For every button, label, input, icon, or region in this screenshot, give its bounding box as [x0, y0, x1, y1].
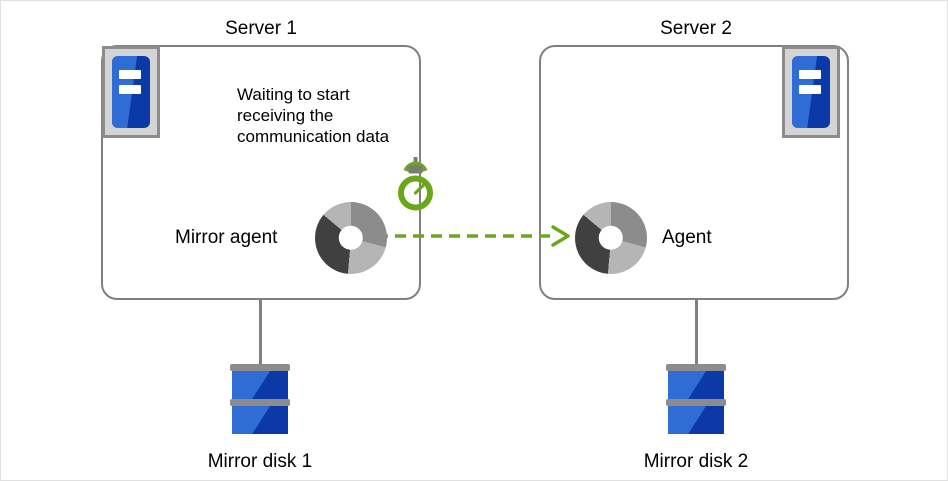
disk-icon-platter-1 [232, 371, 288, 399]
mirror-agent-label: Mirror agent [175, 227, 278, 248]
server-icon [782, 46, 840, 138]
server-icon-chassis [112, 56, 150, 128]
server-icon-bar-1 [118, 69, 141, 80]
disk-icon-platter-2 [668, 406, 724, 434]
sync-arrow [377, 225, 570, 247]
disk-icon-bar-top [666, 364, 726, 371]
server1-title: Server 1 [225, 18, 297, 39]
disk-icon-bar-top [230, 364, 290, 371]
agent-donut-icon [315, 202, 387, 274]
connector-server1-disk1 [259, 300, 262, 366]
disk2-label: Mirror disk 2 [643, 451, 749, 472]
server-icon-bar-2 [118, 84, 141, 95]
agent-donut-icon [575, 202, 647, 274]
disk-icon [230, 364, 290, 436]
server-icon-bar-1 [798, 69, 821, 80]
disk-icon [666, 364, 726, 436]
status-message: Waiting to start receiving the communica… [237, 85, 390, 146]
server-icon-bar-2 [798, 84, 821, 95]
disk1-label: Mirror disk 1 [207, 451, 313, 472]
server-icon [102, 46, 160, 138]
disk-icon-bar-mid [666, 399, 726, 406]
disk-icon-platter-2 [232, 406, 288, 434]
stopwatch-icon [398, 157, 433, 211]
connector-server2-disk2 [695, 300, 698, 366]
server2-title: Server 2 [660, 18, 732, 39]
disk-icon-platter-1 [668, 371, 724, 399]
disk-icon-bar-mid [230, 399, 290, 406]
agent-label: Agent [662, 227, 712, 248]
server-icon-chassis [792, 56, 830, 128]
